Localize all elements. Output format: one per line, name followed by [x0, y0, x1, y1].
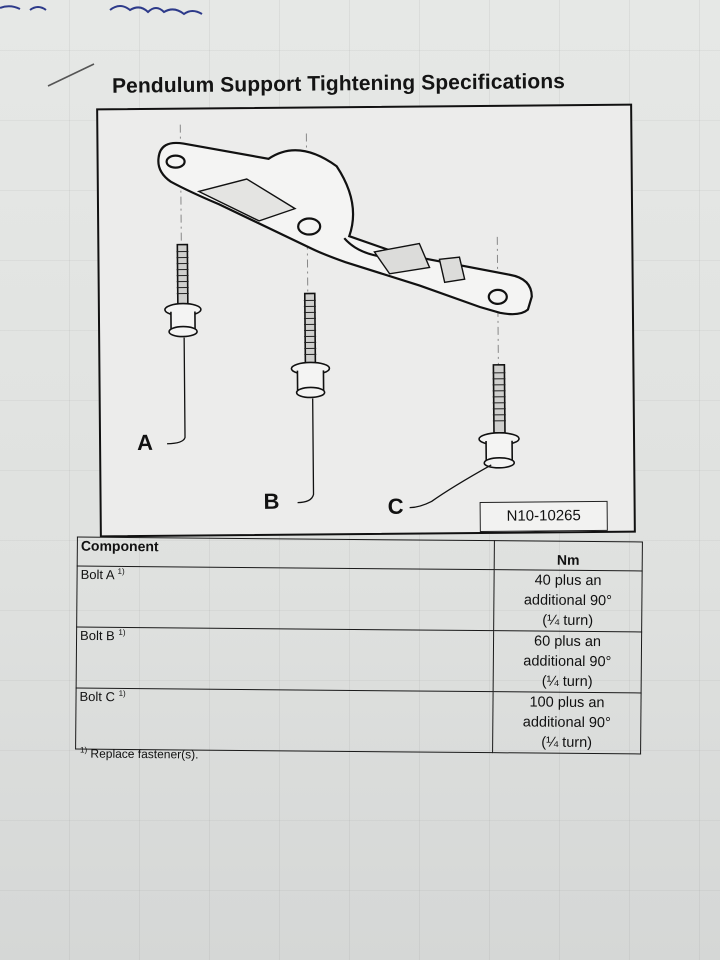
component-name: Bolt A: [80, 566, 114, 583]
figure-code: N10-10265: [479, 500, 608, 533]
footnote-mark: 1): [118, 688, 126, 698]
nm-header: Nm: [494, 540, 643, 571]
callout-b: B: [263, 488, 280, 514]
torque-line: additional 90°: [523, 653, 612, 671]
footnote: 1) Replace fastener(s).: [80, 745, 199, 761]
torque-cell: 60 plus an additional 90° (¼ turn): [493, 630, 642, 693]
bolt-b-illustration: [290, 292, 331, 399]
component-cell: Bolt B 1): [76, 627, 494, 692]
table-row: Bolt A 1) 40 plus an additional 90° (¼ t…: [76, 566, 643, 632]
torque-line: additional 90°: [522, 714, 611, 732]
handwritten-marks: [0, 5, 203, 87]
bolt-c-illustration: [478, 363, 520, 469]
torque-line: (¼ turn): [541, 673, 593, 691]
footnote-text: Replace fastener(s).: [90, 746, 199, 762]
torque-line: (¼ turn): [542, 612, 594, 630]
component-name: Bolt C: [79, 688, 116, 705]
torque-line: 100 plus an: [529, 694, 605, 712]
footnote-mark: 1): [118, 627, 126, 637]
component-cell: Bolt A 1): [76, 566, 495, 631]
component-cell: Bolt C 1): [75, 688, 494, 753]
footnote-mark: 1): [117, 566, 125, 576]
callout-a: A: [136, 429, 154, 456]
bolt-a-illustration: [164, 243, 202, 338]
page-title: Pendulum Support Tightening Specificatio…: [111, 69, 566, 98]
tightening-spec-table: Component Nm Bolt A 1) 40 plus an additi…: [75, 537, 643, 755]
pendulum-support-bracket: [157, 141, 533, 316]
footnote-mark: 1): [79, 745, 88, 755]
torque-line: 40 plus an: [534, 572, 602, 590]
callout-c: C: [387, 493, 404, 519]
torque-line: (¼ turn): [541, 734, 593, 752]
torque-line: 60 plus an: [534, 633, 602, 651]
pendulum-support-diagram: A B C N10-10265: [96, 103, 636, 538]
torque-cell: 40 plus an additional 90° (¼ turn): [493, 569, 643, 632]
table-row: Bolt C 1) 100 plus an additional 90° (¼ …: [75, 688, 642, 754]
table-row: Bolt B 1) 60 plus an additional 90° (¼ t…: [76, 627, 642, 693]
component-header: Component: [77, 537, 495, 570]
torque-line: additional 90°: [523, 592, 612, 610]
exploded-view-illustration: [157, 124, 533, 509]
torque-cell: 100 plus an additional 90° (¼ turn): [492, 691, 642, 754]
component-name: Bolt B: [80, 627, 115, 644]
